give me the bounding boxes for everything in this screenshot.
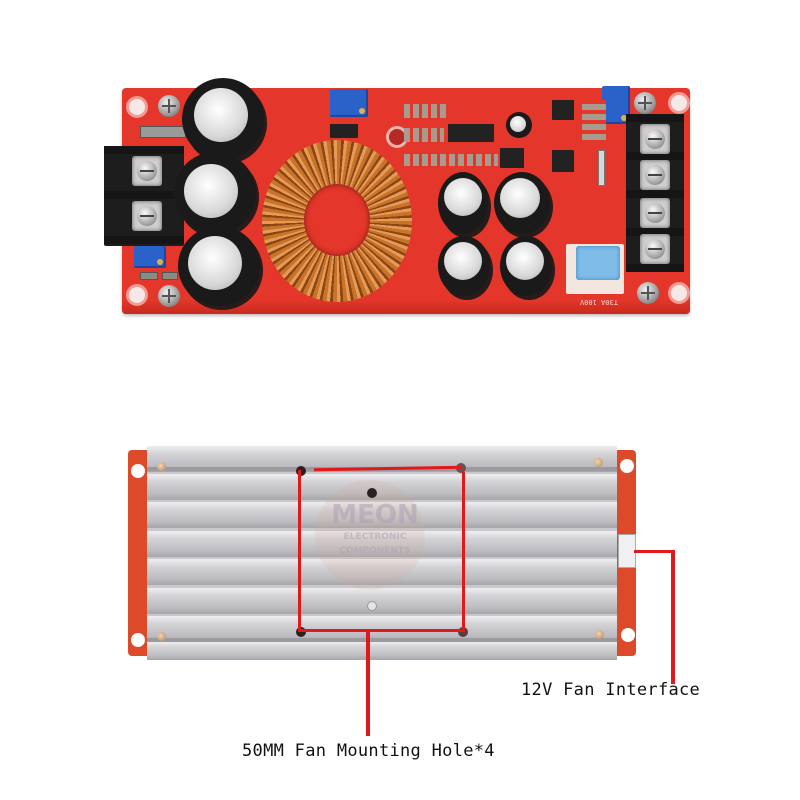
terminal-screw xyxy=(640,198,670,228)
jumper-wire xyxy=(598,150,605,186)
annotation-leader-fan-interface-v xyxy=(671,550,675,684)
annotation-leader-fan-holes xyxy=(366,632,370,736)
terminal-screw xyxy=(132,201,162,231)
terminal-fin xyxy=(626,228,684,236)
diode-left xyxy=(140,126,186,138)
screw-bottom-left xyxy=(158,285,180,307)
capacitor-right-2 xyxy=(494,172,550,234)
toroidal-inductor xyxy=(262,140,412,302)
terminal-fin xyxy=(104,191,184,199)
pcb-hole-top-left xyxy=(131,464,145,478)
center-hole xyxy=(367,488,377,498)
heatsink-fin xyxy=(147,474,617,500)
pcb-edge-shade xyxy=(122,300,690,314)
capacitor-top xyxy=(188,236,242,290)
toroid-core-hole xyxy=(304,184,370,256)
terminal-fin xyxy=(626,264,684,272)
resistor-array xyxy=(404,104,448,118)
capacitor-top xyxy=(506,242,544,280)
terminal-screw xyxy=(132,156,162,186)
trimmer-potentiometer-right xyxy=(602,86,630,124)
resistor-array xyxy=(404,154,498,166)
pcb-hole-bottom-left xyxy=(131,633,145,647)
mounting-hole-bottom-right xyxy=(668,282,690,304)
pcb-hole-bottom-right xyxy=(621,628,635,642)
mosfet-small xyxy=(330,124,358,138)
capacitor-top xyxy=(444,242,482,280)
heatsink-fin xyxy=(147,588,617,614)
capacitor-left-1 xyxy=(182,78,264,160)
heatsink-fin xyxy=(147,642,617,660)
capacitor-left-3 xyxy=(178,226,260,306)
blade-fuse xyxy=(576,246,620,280)
capacitor-right-4 xyxy=(500,236,552,296)
trimmer-potentiometer-top xyxy=(330,89,368,117)
screw-top-left xyxy=(158,95,180,117)
fan-mounting-hole xyxy=(296,627,306,637)
fan-mounting-hole-label: 50MM Fan Mounting Hole*4 xyxy=(242,741,495,761)
rivet xyxy=(594,458,603,467)
capacitor-top xyxy=(444,178,482,216)
ic-chip-right-1 xyxy=(552,100,574,120)
capacitor-left-2 xyxy=(174,152,256,234)
terminal-fin xyxy=(104,236,184,244)
terminal-screw xyxy=(640,124,670,154)
fan-mounting-hole xyxy=(296,466,306,476)
capacitor-top xyxy=(500,178,540,218)
rivet xyxy=(595,630,604,639)
smd-component xyxy=(162,272,178,280)
mosfet xyxy=(500,148,524,168)
ic-chip-right-2 xyxy=(552,150,574,172)
top-pcb-view: T30A 100V xyxy=(0,0,800,330)
heatsink-fin xyxy=(147,559,617,585)
input-terminal-block xyxy=(104,146,184,246)
terminal-fin xyxy=(626,152,684,160)
terminal-fin xyxy=(626,190,684,198)
annotation-line-bottom xyxy=(301,629,463,632)
screw-top-right xyxy=(634,92,656,114)
mounting-hole-top-left xyxy=(126,96,148,118)
rivet xyxy=(157,462,166,471)
mounting-hole-top-right xyxy=(668,92,690,114)
watermark-line2: ELECTRONIC xyxy=(343,532,407,542)
terminal-screw xyxy=(640,234,670,264)
fan-interface-label: 12V Fan Interface xyxy=(521,680,701,700)
heatsink-fin xyxy=(147,502,617,528)
resistor-array xyxy=(582,100,606,140)
capacitor-top xyxy=(510,116,526,132)
watermark: MEON ELECTRONIC COMPONENTS xyxy=(320,500,430,584)
ic-chip-main xyxy=(448,124,494,142)
mounting-hole-bottom-left xyxy=(126,284,148,306)
watermark-line3: COMPONENTS xyxy=(339,546,411,556)
resistor-array xyxy=(404,128,444,142)
terminal-fin xyxy=(104,146,184,154)
heatsink-groove xyxy=(147,638,617,642)
rivet xyxy=(157,632,166,641)
heatsink-fin xyxy=(147,531,617,557)
terminal-screw xyxy=(640,160,670,190)
smd-component xyxy=(140,272,158,280)
fan-mounting-hole xyxy=(458,627,468,637)
annotation-line-right xyxy=(462,472,465,632)
pcb-hole-top-right xyxy=(620,459,634,473)
center-hole xyxy=(367,601,377,611)
watermark-line1: MEON xyxy=(331,500,419,530)
watermark-circle xyxy=(315,480,425,590)
output-terminal-block xyxy=(626,114,684,272)
capacitor-right-3 xyxy=(438,236,490,296)
capacitor-small xyxy=(506,112,532,138)
terminal-fin xyxy=(626,114,684,122)
trimmer-potentiometer-left xyxy=(134,246,166,268)
fuse-rating-silkscreen: T30A 100V xyxy=(580,298,618,306)
annotation-leader-fan-interface-h xyxy=(634,550,674,553)
screw-bottom-right xyxy=(637,282,659,304)
annotation-line-left xyxy=(298,470,301,632)
capacitor-top xyxy=(194,88,248,142)
capacitor-top xyxy=(184,164,238,218)
capacitor-right-1 xyxy=(438,172,488,234)
